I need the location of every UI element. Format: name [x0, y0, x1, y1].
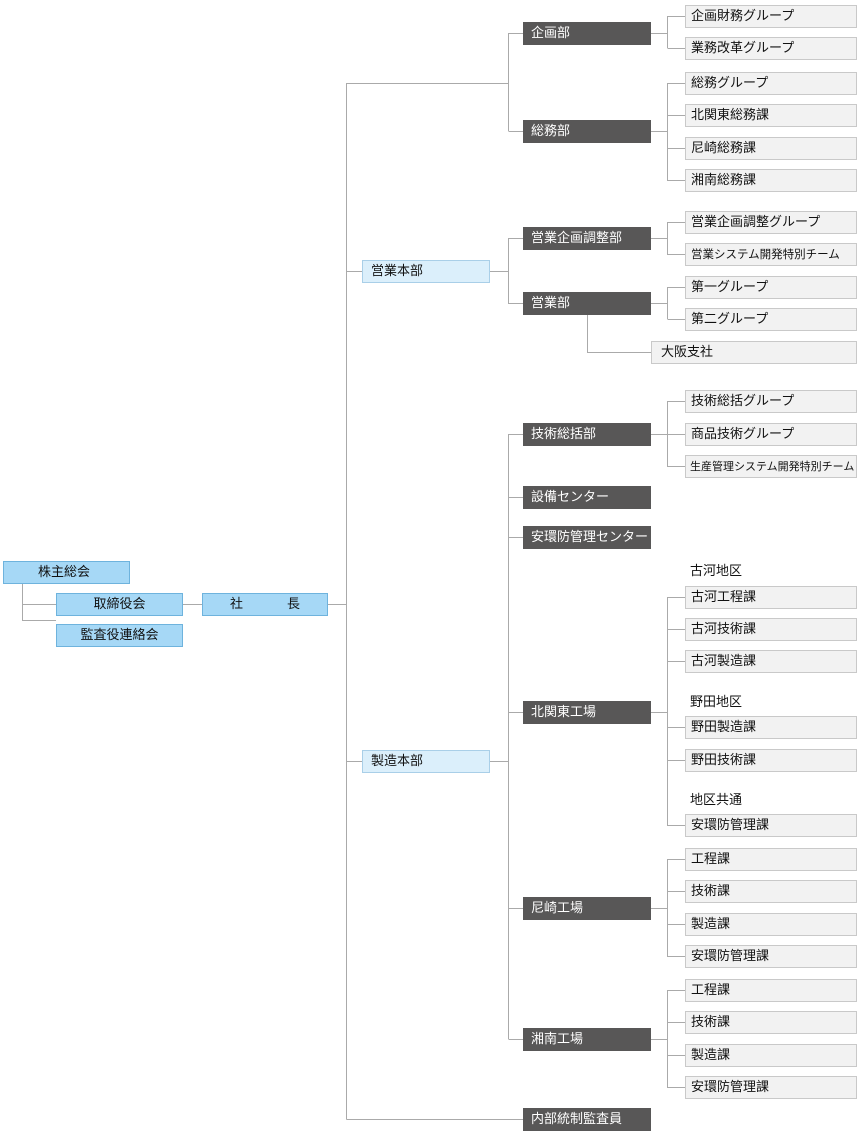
connector-tech: [651, 401, 685, 467]
group-sales-second: 第二グループ: [685, 308, 857, 331]
section-koga-tech: 古河技術課: [685, 618, 857, 641]
section-shonan-tech: 技術課: [685, 1011, 857, 1034]
section-koga-mfg: 古河製造課: [685, 650, 857, 673]
sales-hq-box: 営業本部: [362, 260, 490, 283]
group-tech-general: 技術総括グループ: [685, 390, 857, 413]
section-common-safety: 安環防管理課: [685, 814, 857, 837]
connector-sales-hq: [490, 33, 523, 304]
section-amagasaki-tech: 技術課: [685, 880, 857, 903]
dept-amagasaki: 尼崎工場: [523, 897, 651, 920]
connector-kitakanto: [651, 597, 685, 826]
area-label-koga: 古河地区: [690, 564, 743, 579]
osaka-branch: 大阪支社: [651, 341, 857, 364]
group-sales-planning: 営業企画調整グループ: [685, 211, 857, 234]
president-label-1: 社: [229, 597, 243, 612]
section-shonan-process: 工程課: [685, 979, 857, 1002]
area-label-common: 地区共通: [690, 793, 743, 808]
connector-sales: [587, 287, 685, 353]
board-of-directors-box: 取締役会: [56, 593, 183, 616]
president-box: 社 長: [202, 593, 328, 616]
team-sales-system-dev: 営業システム開発特別チーム: [685, 243, 857, 266]
section-shonan-mfg: 製造課: [685, 1044, 857, 1067]
connector-shonan: [651, 990, 685, 1088]
section-amagasaki-safety: 安環防管理課: [685, 945, 857, 968]
section-amagasaki-process: 工程課: [685, 848, 857, 871]
connector-sales-planning: [651, 222, 685, 255]
section-amagasaki-mfg: 製造課: [685, 913, 857, 936]
group-product-tech: 商品技術グループ: [685, 423, 857, 446]
connector-mfg-hq: [490, 434, 523, 1040]
dept-internal-audit: 内部統制監査員: [523, 1108, 651, 1131]
section-kitakanto-ga: 北関東総務課: [685, 104, 857, 127]
connector-main-trunk: [346, 83, 523, 1120]
section-amagasaki-ga: 尼崎総務課: [685, 137, 857, 160]
section-noda-mfg: 野田製造課: [685, 716, 857, 739]
dept-general-affairs: 総務部: [523, 120, 651, 143]
connector-amagasaki: [651, 859, 685, 957]
connector-general-affairs: [651, 83, 685, 181]
connector-shareholders: [22, 584, 56, 621]
dept-sales: 営業部: [523, 292, 651, 315]
dept-shonan: 湘南工場: [523, 1028, 651, 1051]
dept-kitakanto: 北関東工場: [523, 701, 651, 724]
area-label-noda: 野田地区: [690, 695, 743, 710]
president-label-2: 長: [287, 597, 301, 612]
section-koga-process: 古河工程課: [685, 586, 857, 609]
audit-committee-box: 監査役連絡会: [56, 624, 183, 647]
group-business-reform: 業務改革グループ: [685, 37, 857, 60]
dept-sales-planning: 営業企画調整部: [523, 227, 651, 250]
section-noda-tech: 野田技術課: [685, 749, 857, 772]
group-planning-finance: 企画財務グループ: [685, 5, 857, 28]
section-shonan-ga: 湘南総務課: [685, 169, 857, 192]
shareholders-meeting-box: 株主総会: [3, 561, 130, 584]
dept-tech: 技術総括部: [523, 423, 651, 446]
group-sales-first: 第一グループ: [685, 276, 857, 299]
dept-safety-center: 安環防管理センター: [523, 526, 651, 549]
mfg-hq-box: 製造本部: [362, 750, 490, 773]
dept-planning: 企画部: [523, 22, 651, 45]
group-general-affairs: 総務グループ: [685, 72, 857, 95]
team-production-system-dev: 生産管理システム開発特別チーム: [685, 455, 857, 478]
connector-planning: [651, 16, 685, 49]
dept-facilities: 設備センター: [523, 486, 651, 509]
section-shonan-safety: 安環防管理課: [685, 1076, 857, 1099]
